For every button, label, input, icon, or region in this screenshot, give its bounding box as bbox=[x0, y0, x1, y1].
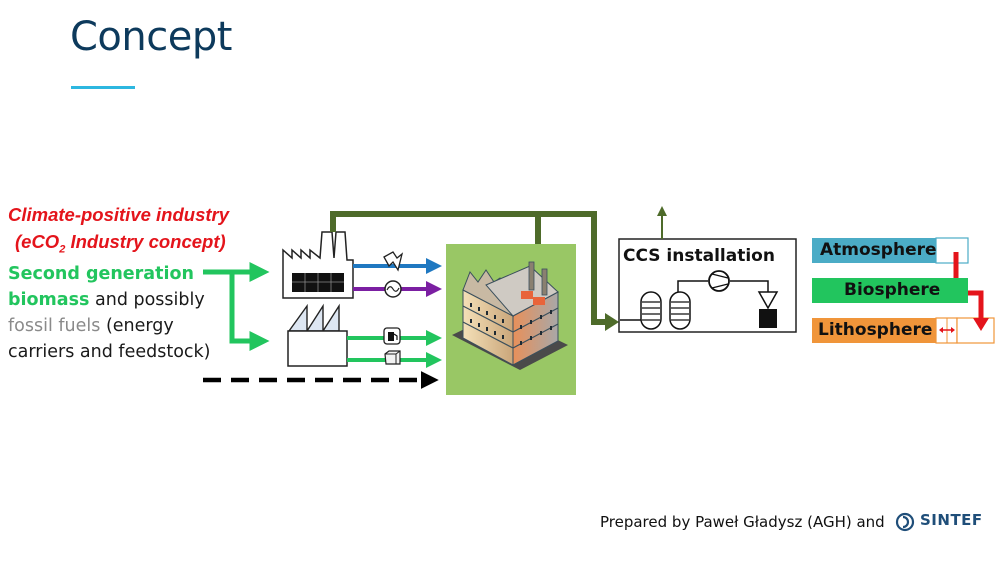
sphere-connectors bbox=[935, 237, 995, 344]
biomass-input-arrows bbox=[203, 262, 270, 351]
concept-heading-line2: (eCO2 Industry concept) bbox=[15, 229, 226, 263]
storage-tanks-icon bbox=[640, 291, 691, 330]
title-underline bbox=[71, 86, 135, 89]
sphere-biosphere: Biosphere bbox=[812, 278, 968, 303]
heading-eco2-post: Industry concept) bbox=[65, 231, 226, 252]
box-icon bbox=[384, 350, 401, 365]
text-second-generation: Second generation bbox=[8, 264, 194, 284]
sphere-lithosphere: Lithosphere bbox=[812, 318, 936, 343]
sintef-logo-text: SINTEF bbox=[920, 511, 983, 529]
sintef-logo-icon bbox=[895, 512, 915, 532]
heading-eco2-sub: 2 bbox=[59, 243, 66, 256]
lightning-icon bbox=[383, 251, 404, 272]
text-energy: (energy bbox=[100, 316, 174, 336]
co2-vent-arrow bbox=[657, 206, 667, 239]
heading-eco2-pre: (eCO bbox=[15, 231, 60, 252]
text-fossil-line: fossil fuels (energy bbox=[8, 313, 174, 339]
ccs-installation-label: CCS installation bbox=[623, 246, 775, 266]
text-biomass-line: biomass and possibly bbox=[8, 287, 205, 313]
fuel-pump-icon bbox=[383, 327, 401, 345]
compressor-icon bbox=[708, 270, 730, 292]
text-biomass: biomass bbox=[8, 290, 90, 310]
slide-title: Concept bbox=[70, 14, 232, 60]
concept-heading-line1: Climate-positive industry bbox=[8, 204, 230, 225]
injection-icon bbox=[757, 291, 779, 328]
bidirectional-arrow-icon bbox=[939, 327, 955, 333]
co2-flow-line bbox=[330, 211, 619, 331]
sintef-logo: SINTEF bbox=[920, 511, 983, 529]
text-fossil-fuels: fossil fuels bbox=[8, 316, 101, 336]
text-carriers-feedstock: carriers and feedstock) bbox=[8, 342, 211, 362]
fuel-plant-icon bbox=[287, 303, 348, 367]
factory-icon bbox=[282, 231, 354, 299]
carbon-flow-red-arrow bbox=[953, 252, 989, 331]
industrial-building-icon bbox=[452, 261, 568, 370]
text-and-possibly: and possibly bbox=[89, 290, 205, 310]
generator-icon bbox=[384, 280, 402, 298]
credit-text: Prepared by Paweł Gładysz (AGH) and bbox=[600, 513, 885, 531]
sphere-atmosphere: Atmosphere bbox=[812, 238, 937, 263]
